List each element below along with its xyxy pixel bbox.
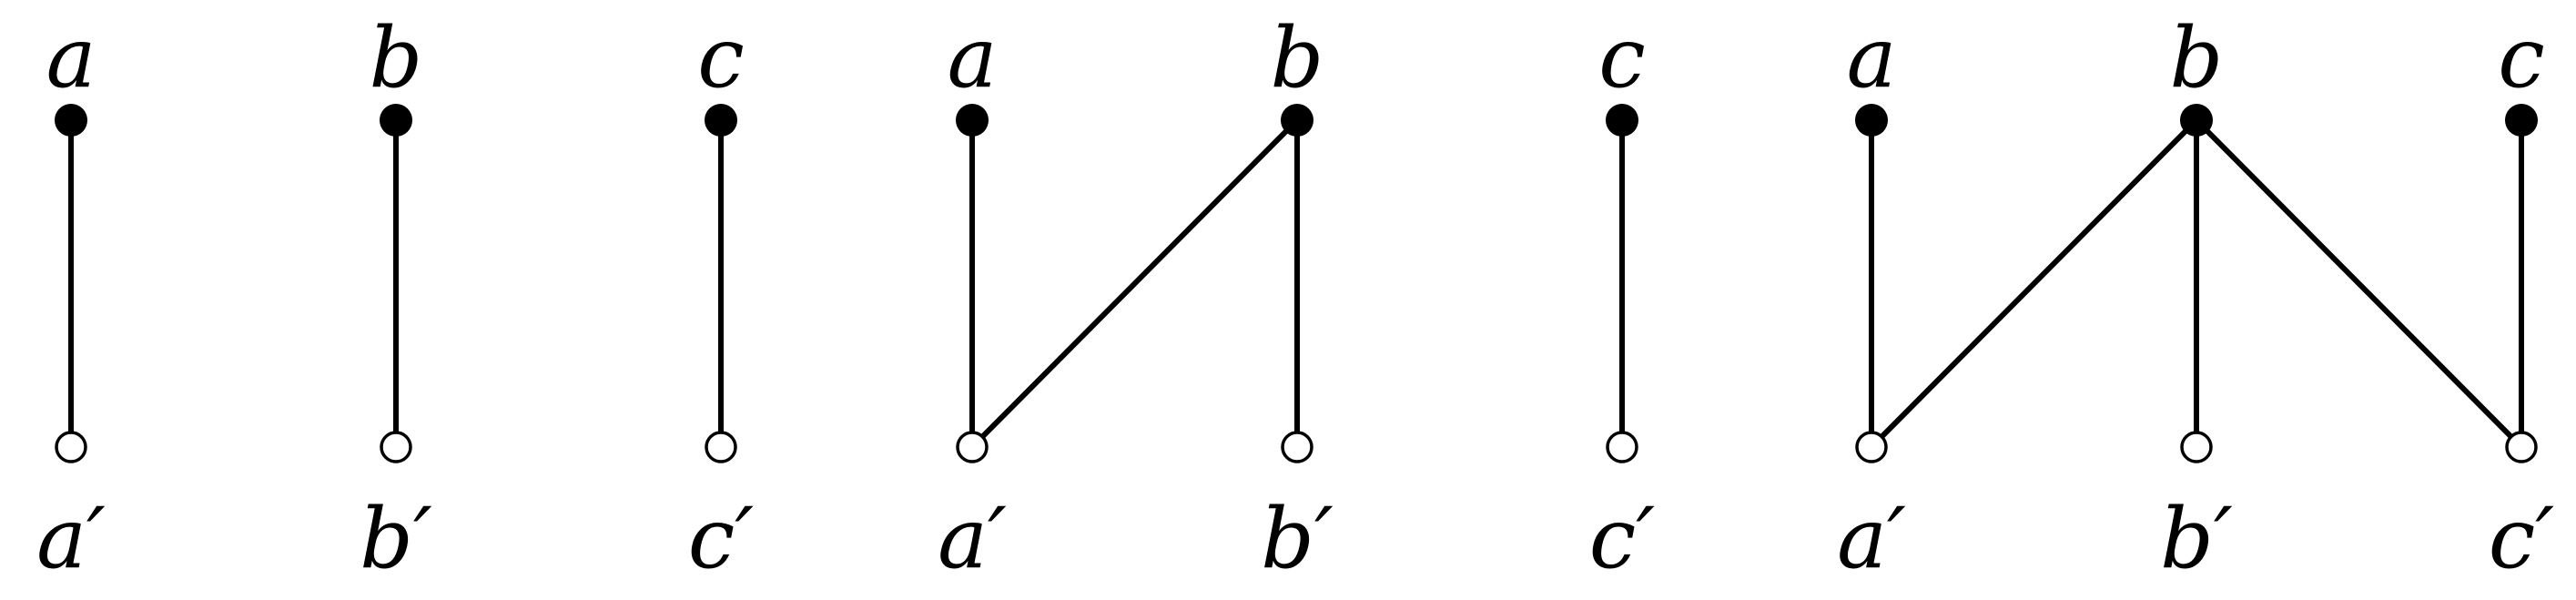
graph-2-node-a-prime [956, 431, 989, 463]
graph-1-node-c-prime [705, 431, 737, 463]
graph-3-edge-b-a-prime [1869, 117, 2199, 450]
graph-2-label-a: a [948, 9, 998, 107]
graph-3-node-b-prime [2180, 431, 2213, 463]
graph-3-node-c-prime [2505, 431, 2538, 463]
graph-2-label-b: b [1271, 9, 1324, 107]
graph-3-node-b [2180, 104, 2213, 137]
graph-2-node-b [1281, 104, 1313, 137]
graph-2-label-c-prime: c′ [1589, 490, 1656, 587]
graph-2-edge-b-a-prime [969, 117, 1300, 450]
graph-2-node-a [956, 104, 989, 137]
graph-1-label-a: a [46, 9, 96, 107]
graph-2-label-c: c [1598, 9, 1646, 107]
graph-3-label-b-prime: b′ [2160, 490, 2233, 587]
graph-3-label-a: a [1847, 9, 1897, 107]
graph-1-node-b [380, 104, 412, 137]
graph-2-node-c [1606, 104, 1638, 137]
edges-layer [68, 117, 2524, 450]
graph-3-label-b: b [2170, 9, 2224, 107]
graph-1-label-c-prime: c′ [688, 490, 755, 587]
graph-1-node-c [705, 104, 737, 137]
graph-1-node-a [55, 104, 87, 137]
graph-3-node-c [2505, 104, 2538, 137]
graph-1-label-b-prime: b′ [360, 490, 432, 587]
graph-1-label-a-prime: a′ [36, 490, 106, 587]
graph-1-label-b: b [370, 9, 423, 107]
graph-2-node-c-prime [1606, 431, 1638, 463]
graph-3-label-c: c [2498, 9, 2545, 107]
labels-layer: a b c a′ b′ c′ a b c a′ b′ c′ a b c a′ b′ c′ [36, 9, 2554, 587]
graph-1-node-a-prime [55, 431, 87, 463]
graph-3-edge-b-c-prime [2194, 117, 2524, 450]
graph-1-node-b-prime [380, 431, 412, 463]
graph-2-label-b-prime: b′ [1261, 490, 1334, 587]
nodes-layer [55, 104, 2538, 463]
graph-3-label-c-prime: c′ [2489, 490, 2555, 587]
graph-2-label-a-prime: a′ [938, 490, 1007, 587]
graph-3-node-a-prime [1855, 431, 1888, 463]
graph-1-label-c: c [697, 9, 745, 107]
graph-2-node-b-prime [1281, 431, 1313, 463]
graph-3-node-a [1855, 104, 1888, 137]
graph-3-label-a-prime: a′ [1837, 490, 1906, 587]
